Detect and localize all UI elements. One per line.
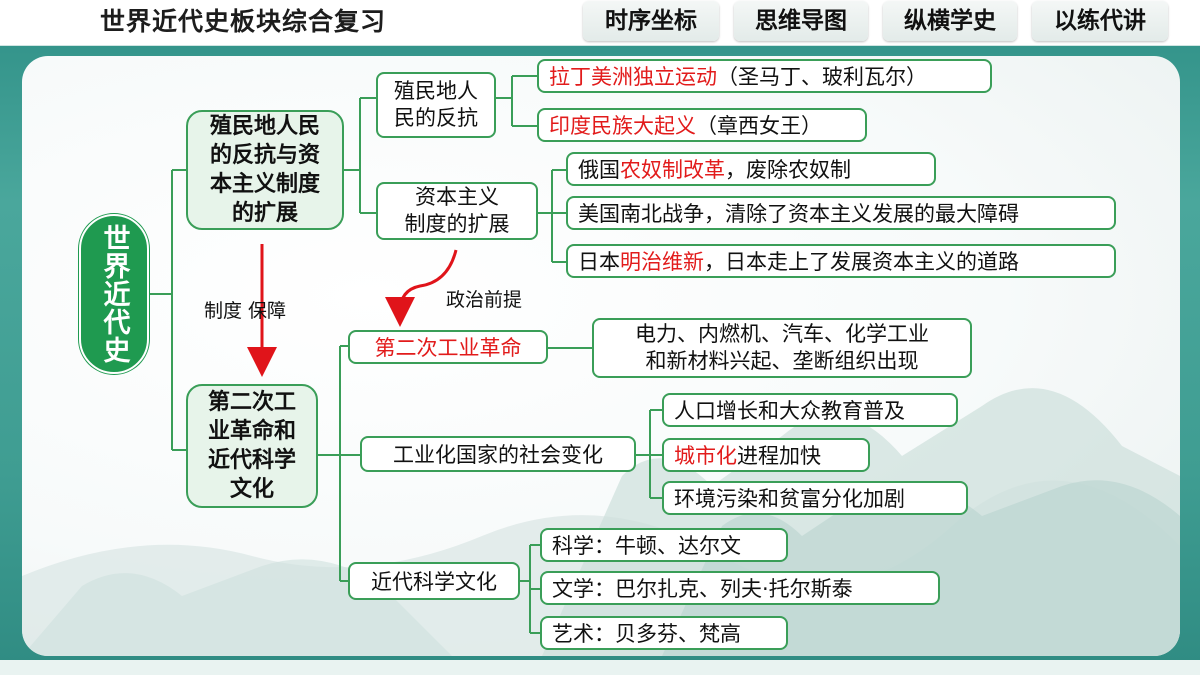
branch2-line-3: 近代科学 <box>207 448 296 473</box>
leaf-literature: 文学：巴尔扎克、列夫·托尔斯泰 <box>540 571 940 605</box>
landscape-background <box>22 388 1180 656</box>
india-rest: （章西女王） <box>696 114 822 138</box>
branch-colonial-capitalism: 殖民地人民 的反抗与资 本主义制度 的扩展 <box>186 110 344 230</box>
deck-title: 世界近代史板块综合复习 <box>100 7 387 36</box>
root-node: 世界近代史 <box>79 214 149 374</box>
label-political-premise: 政治前提 <box>446 289 523 311</box>
leaf-urbanization: 城市化进程加快 <box>662 438 870 472</box>
leaf-russia-reform: 俄国农奴制改革，废除农奴制 <box>566 152 936 186</box>
meiji-rest: ，日本走上了发展资本主义的道路 <box>704 250 1019 274</box>
urbanization-highlight: 城市化 <box>674 444 737 468</box>
latin-america-rest: （圣马丁、玻利瓦尔） <box>717 65 927 89</box>
india-highlight: 印度民族大起义 <box>549 114 696 138</box>
label-institution-guarantee: 制度 保障 <box>204 300 287 322</box>
expansion-line-1: 资本主义 <box>415 185 499 209</box>
latin-america-highlight: 拉丁美洲独立运动 <box>549 65 717 89</box>
leaf-population-education: 人口增长和大众教育普及 <box>662 393 958 427</box>
urbanization-rest: 进程加快 <box>737 444 821 468</box>
meiji-highlight: 明治维新 <box>620 250 704 274</box>
resistance-line-2: 民的反抗 <box>394 106 478 130</box>
branch1-line-4: 的扩展 <box>231 201 298 226</box>
leaf-pollution-inequality: 环境污染和贫富分化加剧 <box>662 481 968 515</box>
sub-social-change: 工业化国家的社会变化 <box>360 436 636 472</box>
resistance-line-1: 殖民地人 <box>394 79 478 103</box>
russia-pre: 俄国 <box>578 158 620 182</box>
tab-mindmap[interactable]: 思维导图 <box>734 1 868 41</box>
bottom-band <box>0 660 1200 675</box>
sub-second-industrial-revolution: 第二次工业革命 <box>348 330 548 364</box>
branch2-line-2: 业革命和 <box>207 419 296 444</box>
branch1-line-3: 本主义制度 <box>209 172 320 197</box>
tab-timeline[interactable]: 时序坐标 <box>583 1 719 41</box>
russia-highlight: 农奴制改革 <box>620 158 725 182</box>
leaf-meiji-restoration: 日本明治维新，日本走上了发展资本主义的道路 <box>566 244 1116 278</box>
us-civil-war-text: 美国南北战争，清除了资本主义发展的最大障碍 <box>578 202 1019 226</box>
branch2-line-1: 第二次工 <box>207 390 296 415</box>
branch2-line-4: 文化 <box>229 477 274 502</box>
expansion-line-2: 制度的扩展 <box>404 212 510 236</box>
sub-colonial-resistance: 殖民地人 民的反抗 <box>376 72 496 138</box>
russia-rest: ，废除农奴制 <box>725 158 851 182</box>
population-education-text: 人口增长和大众教育普及 <box>674 399 905 423</box>
revolution-detail-line-2: 和新材料兴起、垄断组织出现 <box>645 349 919 373</box>
sub-modern-science-culture: 近代科学文化 <box>348 562 520 600</box>
detail-industrial-revolution: 电力、内燃机、汽车、化学工业 和新材料兴起、垄断组织出现 <box>592 318 972 378</box>
leaf-latin-america: 拉丁美洲独立运动（圣马丁、玻利瓦尔） <box>537 59 992 93</box>
leaf-science: 科学：牛顿、达尔文 <box>540 528 788 562</box>
branch1-line-1: 殖民地人民 <box>209 114 320 139</box>
branch1-line-2: 的反抗与资 <box>209 143 320 168</box>
pollution-inequality-text: 环境污染和贫富分化加剧 <box>674 487 905 511</box>
meiji-pre: 日本 <box>578 250 620 274</box>
leaf-india-uprising: 印度民族大起义（章西女王） <box>537 108 867 142</box>
leaf-us-civil-war: 美国南北战争，清除了资本主义发展的最大障碍 <box>566 196 1116 230</box>
tab-history-study[interactable]: 纵横学史 <box>883 1 1017 41</box>
header-bar: 世界近代史板块综合复习 时序坐标 思维导图 纵横学史 以练代讲 <box>0 0 1200 46</box>
revolution-detail-line-1: 电力、内燃机、汽车、化学工业 <box>635 322 929 346</box>
tab-practice[interactable]: 以练代讲 <box>1032 1 1168 41</box>
branch-industrial-revolution-science: 第二次工 业革命和 近代科学 文化 <box>186 384 318 508</box>
sub-capitalism-expansion: 资本主义 制度的扩展 <box>376 182 538 240</box>
leaf-art: 艺术：贝多芬、梵高 <box>540 616 788 650</box>
